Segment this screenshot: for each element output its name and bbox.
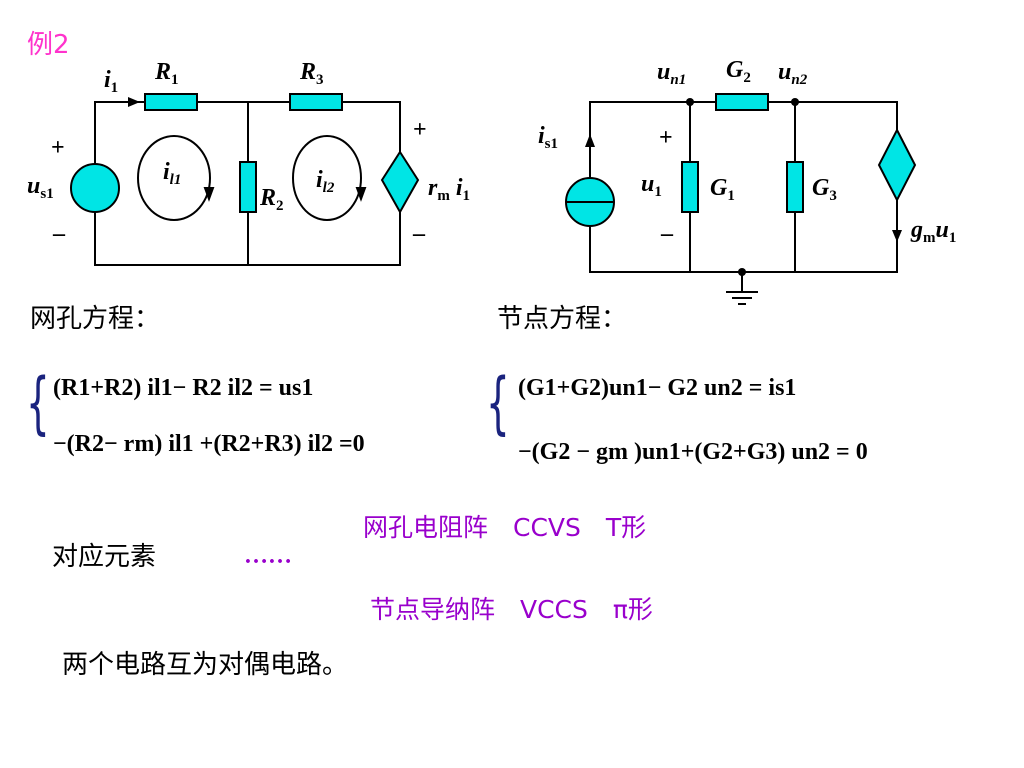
voltage-source-us1 — [70, 163, 120, 213]
node-equation-2: −(G2 − gm )un1+(G2+G3) un2 = 0 — [518, 439, 868, 465]
example-label: 例2 — [27, 30, 70, 60]
mesh-loop-il2-icon — [292, 135, 367, 221]
resistor-R1 — [144, 93, 198, 111]
label-G2: G2 — [726, 57, 751, 86]
label-G1: G1 — [710, 175, 735, 204]
correspondence-label: 对应元素 — [52, 542, 157, 572]
label-un2: un2 — [778, 59, 808, 88]
label-G3: G3 — [812, 175, 837, 204]
mesh-equation-heading: 网孔方程： — [30, 304, 161, 334]
node-dot-un1 — [686, 98, 694, 106]
mesh-loop-il1-icon — [137, 135, 215, 221]
label-R2: R2 — [260, 185, 284, 214]
conductance-G1 — [681, 161, 699, 213]
node-dot-ground — [738, 268, 746, 276]
us1-plus: + — [51, 135, 65, 161]
dependent-voltage-source-rm — [380, 150, 420, 215]
label-u1: u1 — [641, 171, 662, 200]
dependent-current-source-gm — [877, 127, 917, 203]
correspondence-row-1: 网孔电阻阵 CCVS T形 — [363, 513, 647, 542]
label-R3: R3 — [300, 59, 324, 88]
label-us1: us1 — [27, 173, 54, 202]
conclusion-text: 两个电路互为对偶电路。 — [62, 650, 349, 680]
label-gm-u1: gmu1 — [911, 217, 957, 246]
conductance-G2 — [715, 93, 769, 111]
mesh-equation-2: −(R2− rm) il1 +(R2+R3) il2 =0 — [53, 431, 365, 457]
current-source-is1 — [565, 177, 615, 227]
u1-minus: – — [661, 221, 673, 247]
dependent-source-arrow-icon — [892, 230, 902, 242]
node-brace: { — [486, 364, 510, 443]
mesh-circuit — [94, 101, 401, 266]
u1-plus: + — [659, 125, 673, 151]
mesh-equation-1: (R1+R2) il1− R2 il2 = us1 — [53, 375, 314, 401]
mesh-current-arrow-i1 — [128, 97, 140, 107]
rm-minus: – — [413, 221, 425, 247]
conductance-G3 — [786, 161, 804, 213]
resistor-R3 — [289, 93, 343, 111]
correspondence-ellipsis: …… — [244, 543, 292, 569]
resistor-R2 — [239, 161, 257, 213]
node-equation-1: (G1+G2)un1− G2 un2 = is1 — [518, 375, 797, 401]
us1-minus: – — [53, 221, 65, 247]
label-is1: is1 — [538, 123, 559, 152]
rm-plus: + — [413, 117, 427, 143]
label-il1: il1 — [163, 159, 182, 188]
label-un1: un1 — [657, 59, 687, 88]
node-equation-heading: 节点方程： — [497, 304, 628, 334]
current-source-arrow-icon — [585, 134, 595, 147]
label-R1: R1 — [155, 59, 179, 88]
mesh-brace: { — [26, 364, 50, 443]
label-rm-i1: rm i1 — [428, 175, 471, 204]
correspondence-row-2: 节点导纳阵 VCCS π形 — [370, 595, 653, 624]
node-dot-un2 — [791, 98, 799, 106]
label-il2: il2 — [316, 167, 335, 196]
label-i1: i1 — [104, 67, 119, 96]
